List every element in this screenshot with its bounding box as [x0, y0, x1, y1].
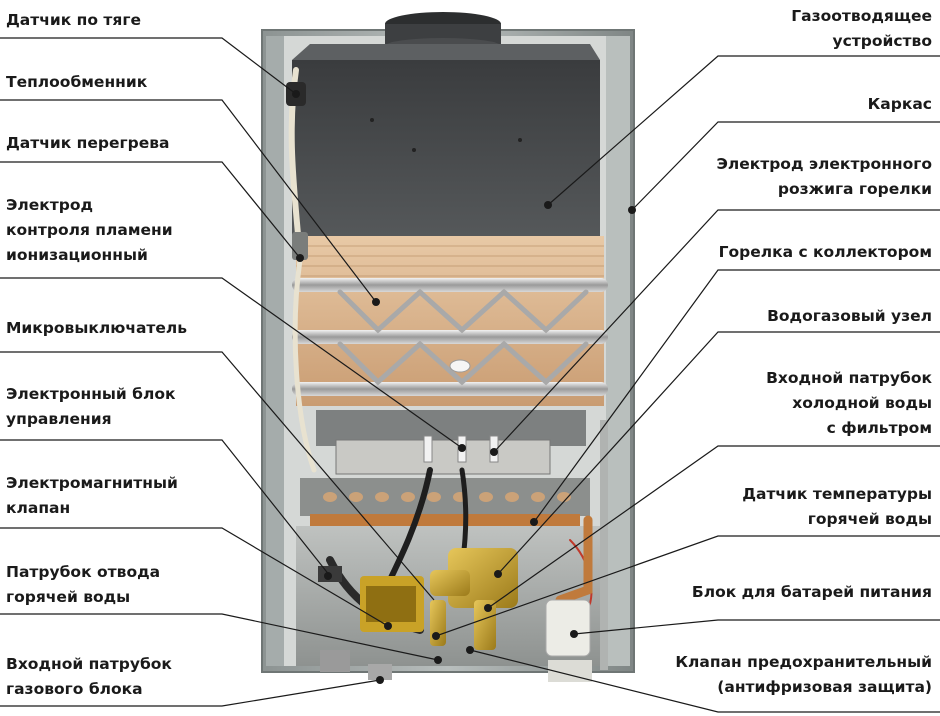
label-ionization-electrode: Электрод контроля пламени ионизационный: [6, 196, 173, 264]
leader-lines-right: [435, 55, 940, 713]
battery-box: [545, 599, 591, 657]
label-heat-exchanger: Теплообменник: [6, 73, 148, 91]
leader-lines-left: [0, 37, 463, 707]
draft-hood: [292, 44, 600, 236]
label-battery-box: Блок для батарей питания: [691, 583, 932, 601]
label-water-gas-unit: Водогазовый узел: [767, 307, 932, 325]
label-microswitch: Микровыключатель: [6, 319, 188, 337]
label-flue-device: Газоотводящее устройство: [791, 7, 932, 50]
label-gas-inlet: Входной патрубок газового блока: [6, 655, 172, 698]
label-overheat-sensor: Датчик перегрева: [6, 134, 170, 152]
water-gas-unit: [430, 548, 518, 664]
label-ignition-electrode: Электрод электронного розжига горелки: [716, 155, 932, 198]
label-safety-valve: Клапан предохранительный (антифризовая з…: [675, 653, 932, 696]
label-cold-water-inlet: Входной патрубок холодной воды с фильтро…: [766, 369, 932, 437]
label-frame: Каркас: [867, 95, 932, 113]
hot-water-pipe: [555, 515, 593, 605]
label-solenoid-valve: Электромагнитный клапан: [6, 474, 178, 517]
label-hot-water-outlet: Патрубок отвода горячей воды: [6, 563, 161, 606]
bottom-fittings: [320, 650, 592, 684]
solenoid-valve: [318, 566, 424, 632]
label-hot-water-sensor: Датчик температуры горячей воды: [742, 485, 932, 528]
label-draft-sensor: Датчик по тяге: [6, 11, 141, 29]
label-burner: Горелка с коллектором: [718, 243, 932, 261]
burner: [300, 410, 590, 526]
label-control-unit: Электронный блок управления: [6, 385, 176, 428]
